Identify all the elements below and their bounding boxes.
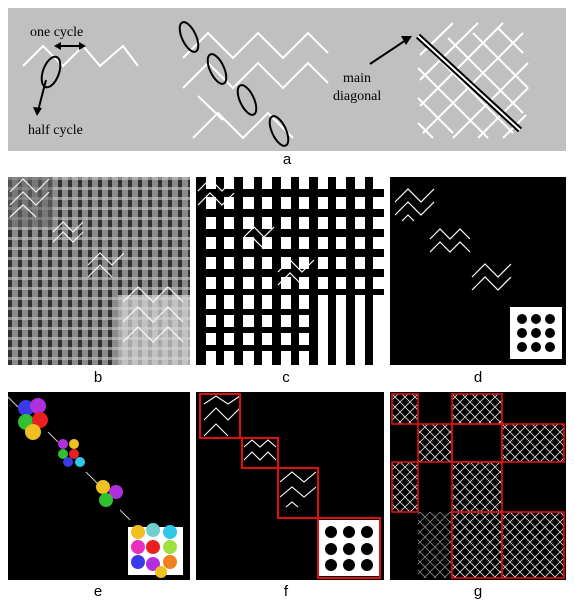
ellipse-3 (234, 83, 260, 118)
caption-e: e (78, 583, 118, 600)
ellipse-2 (204, 52, 230, 87)
zigzag-upper (183, 33, 328, 58)
caption-a: a (267, 151, 307, 168)
zigzag-lower (183, 63, 328, 88)
panel-d (390, 177, 566, 365)
panel-a-diagram: one cycle half cycle (8, 8, 566, 151)
panel-d-diagonal-structure (390, 177, 566, 365)
ellipse-4 (266, 114, 292, 149)
one-cycle-label: one cycle (30, 25, 83, 40)
main-diagonal-label-line1: main (343, 71, 371, 86)
caption-c: c (266, 369, 306, 386)
panel-c (196, 177, 384, 365)
caption-d: d (458, 369, 498, 386)
caption-b: b (78, 369, 118, 386)
caption-f: f (266, 583, 306, 600)
panel-f (196, 392, 384, 580)
main-diagonal-label-line2: diagonal (333, 89, 381, 104)
half-cycle-ellipse (38, 54, 64, 90)
panel-g-full-grid (390, 392, 566, 580)
panel-g (390, 392, 566, 580)
panel-b-similarity-matrix (8, 177, 190, 365)
panel-c-binary-matrix (196, 177, 384, 365)
panel-e-colored-segments (8, 392, 190, 580)
panel-f-bounded-blocks (196, 392, 384, 580)
segment-group-4 (128, 523, 183, 578)
half-cycle-label: half cycle (28, 123, 83, 138)
caption-g: g (458, 583, 498, 600)
ellipse-1 (176, 20, 202, 55)
panel-e (8, 392, 190, 580)
panel-b (8, 177, 190, 365)
panel-a: one cycle half cycle (8, 8, 566, 151)
